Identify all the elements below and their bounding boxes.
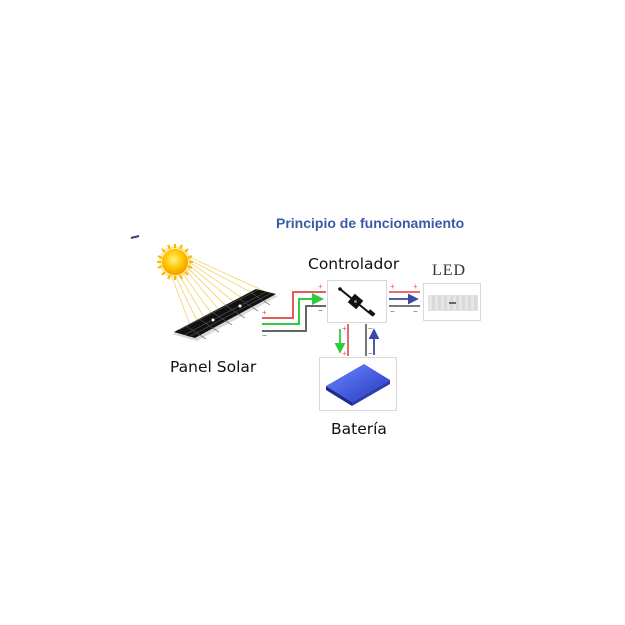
led-strip-icon [428, 295, 478, 311]
svg-text:−: − [262, 331, 267, 340]
controller-battery-polarity: + + − − [342, 324, 373, 358]
svg-text:−: − [368, 324, 373, 333]
svg-text:+: + [342, 324, 347, 333]
panel-controller-polarity: + + − − [262, 282, 323, 340]
panel-controller-wires [262, 291, 326, 332]
controller-led-polarity: + + − − [390, 282, 418, 316]
svg-text:−: − [368, 349, 373, 358]
led-box [423, 283, 481, 321]
svg-text:+: + [390, 282, 395, 291]
svg-text:−: − [318, 306, 323, 315]
sun-rays-icon [169, 255, 267, 331]
panel-solar-label: Panel Solar [170, 358, 257, 376]
battery-box [319, 357, 397, 411]
controller-battery-wires [334, 324, 380, 356]
battery-icon [326, 364, 390, 406]
svg-text:+: + [318, 282, 323, 291]
led-label: LED [432, 262, 467, 279]
battery-label: Batería [331, 420, 387, 438]
solar-panel-icon [172, 289, 278, 341]
controller-icon [338, 287, 376, 317]
controller-label: Controlador [308, 255, 400, 273]
svg-text:+: + [262, 308, 267, 317]
sun-icon [157, 244, 193, 280]
dash-mark [130, 235, 140, 239]
svg-text:−: − [390, 307, 395, 316]
svg-text:+: + [342, 349, 347, 358]
controller-led-wires [389, 291, 420, 307]
diagram-title: Principio de funcionamiento [276, 215, 465, 231]
controller-box [327, 280, 387, 323]
svg-text:+: + [413, 282, 418, 291]
svg-text:−: − [413, 307, 418, 316]
